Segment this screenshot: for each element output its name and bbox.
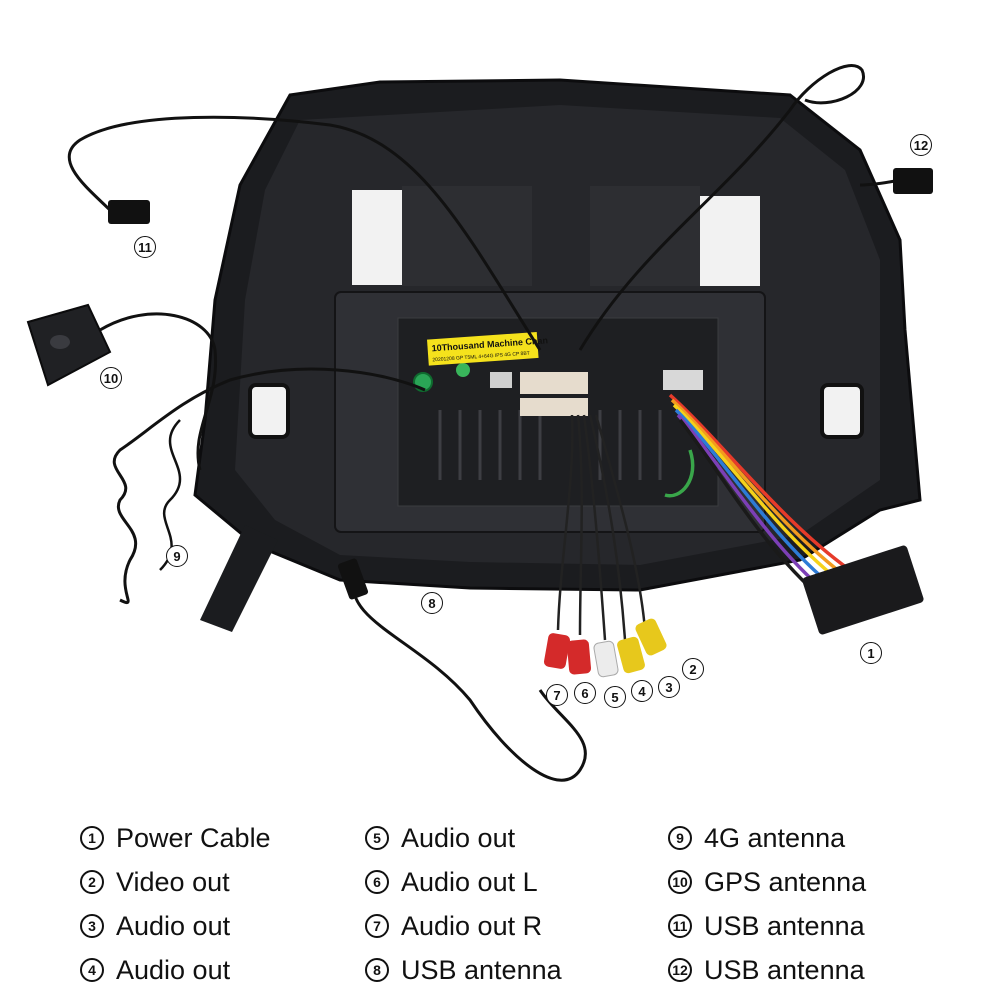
callout-12: 12 (910, 134, 932, 156)
machine-sticker: 10Thousand Machine Chan 20201208 GP T5ML… (427, 331, 548, 366)
legend-label: 4G antenna (704, 822, 846, 853)
legend-item: 8 USB antenna (365, 948, 562, 992)
legend-item: 4 Audio out (80, 948, 271, 992)
legend-number: 3 (80, 914, 104, 938)
vent-right (700, 196, 760, 286)
heatsink (438, 410, 662, 480)
legend-label: Audio out (116, 954, 231, 985)
callout-3: 3 (658, 676, 680, 698)
connector-block-bottom (520, 398, 588, 416)
cable-usb-12 (578, 64, 865, 351)
rca-plugs (544, 618, 667, 678)
legend-number: 8 (365, 958, 389, 982)
legend-number: 12 (668, 958, 692, 982)
legend-label: USB antenna (704, 954, 865, 985)
legend-item: 7 Audio out R (365, 904, 562, 948)
connector-block-top (520, 372, 588, 394)
callout-4: 4 (631, 680, 653, 702)
legend-number: 2 (80, 870, 104, 894)
legend-number: 9 (668, 826, 692, 850)
callout-9: 9 (166, 545, 188, 567)
product-diagram: 10Thousand Machine Chan 20201208 GP T5ML… (26, 64, 933, 782)
callout-6: 6 (574, 682, 596, 704)
legend-number: 10 (668, 870, 692, 894)
cable-usb-11 (67, 115, 542, 351)
legend-label: Video out (116, 866, 230, 897)
legend-label: Audio out R (401, 910, 543, 941)
legend-label: Audio out (401, 822, 516, 853)
rca-cables (556, 414, 647, 641)
callout-11: 11 (134, 236, 156, 258)
cable-gps (99, 312, 218, 471)
legend-item: 2 Video out (80, 860, 271, 904)
legend-item: 1 Power Cable (80, 816, 271, 860)
legend-label: Audio out (116, 910, 231, 941)
legend-label: GPS antenna (704, 866, 867, 897)
head-unit-illustration: 10Thousand Machine Chan 20201208 GP T5ML… (26, 64, 933, 782)
legend-number: 1 (80, 826, 104, 850)
legend-item: 3 Audio out (80, 904, 271, 948)
usb-8-plug (337, 558, 369, 600)
legend-item: 9 4G antenna (668, 816, 866, 860)
usb-11-plug (108, 200, 150, 224)
callout-7: 7 (546, 684, 568, 706)
callout-10: 10 (100, 367, 122, 389)
legend-number: 11 (668, 914, 692, 938)
legend-number: 4 (80, 958, 104, 982)
usb-port (490, 372, 512, 388)
usb-12-plug (893, 168, 933, 194)
legend-number: 5 (365, 826, 389, 850)
cable-4g (112, 367, 426, 605)
callout-1: 1 (860, 642, 882, 664)
legend-item: 5 Audio out (365, 816, 562, 860)
legend-item: 12 USB antenna (668, 948, 866, 992)
legend-column-2: 5 Audio out 6 Audio out L 7 Audio out R 8 US… (365, 816, 562, 992)
legend-item: 11 USB antenna (668, 904, 866, 948)
mount-right (820, 383, 864, 439)
callout-5: 5 (604, 686, 626, 708)
cable-usb-8 (351, 574, 587, 782)
legend-number: 7 (365, 914, 389, 938)
legend-label: Audio out L (401, 866, 538, 897)
power-connector (802, 545, 924, 635)
vent-left (352, 190, 402, 285)
legend-label: USB antenna (401, 954, 562, 985)
legend-label: Power Cable (116, 822, 271, 853)
legend-number: 6 (365, 870, 389, 894)
legend-label: USB antenna (704, 910, 865, 941)
legend-item: 10 GPS antenna (668, 860, 866, 904)
support-post (200, 525, 278, 632)
callout-8: 8 (421, 592, 443, 614)
callout-2: 2 (682, 658, 704, 680)
legend-item: 6 Audio out L (365, 860, 562, 904)
mount-left (248, 383, 290, 439)
